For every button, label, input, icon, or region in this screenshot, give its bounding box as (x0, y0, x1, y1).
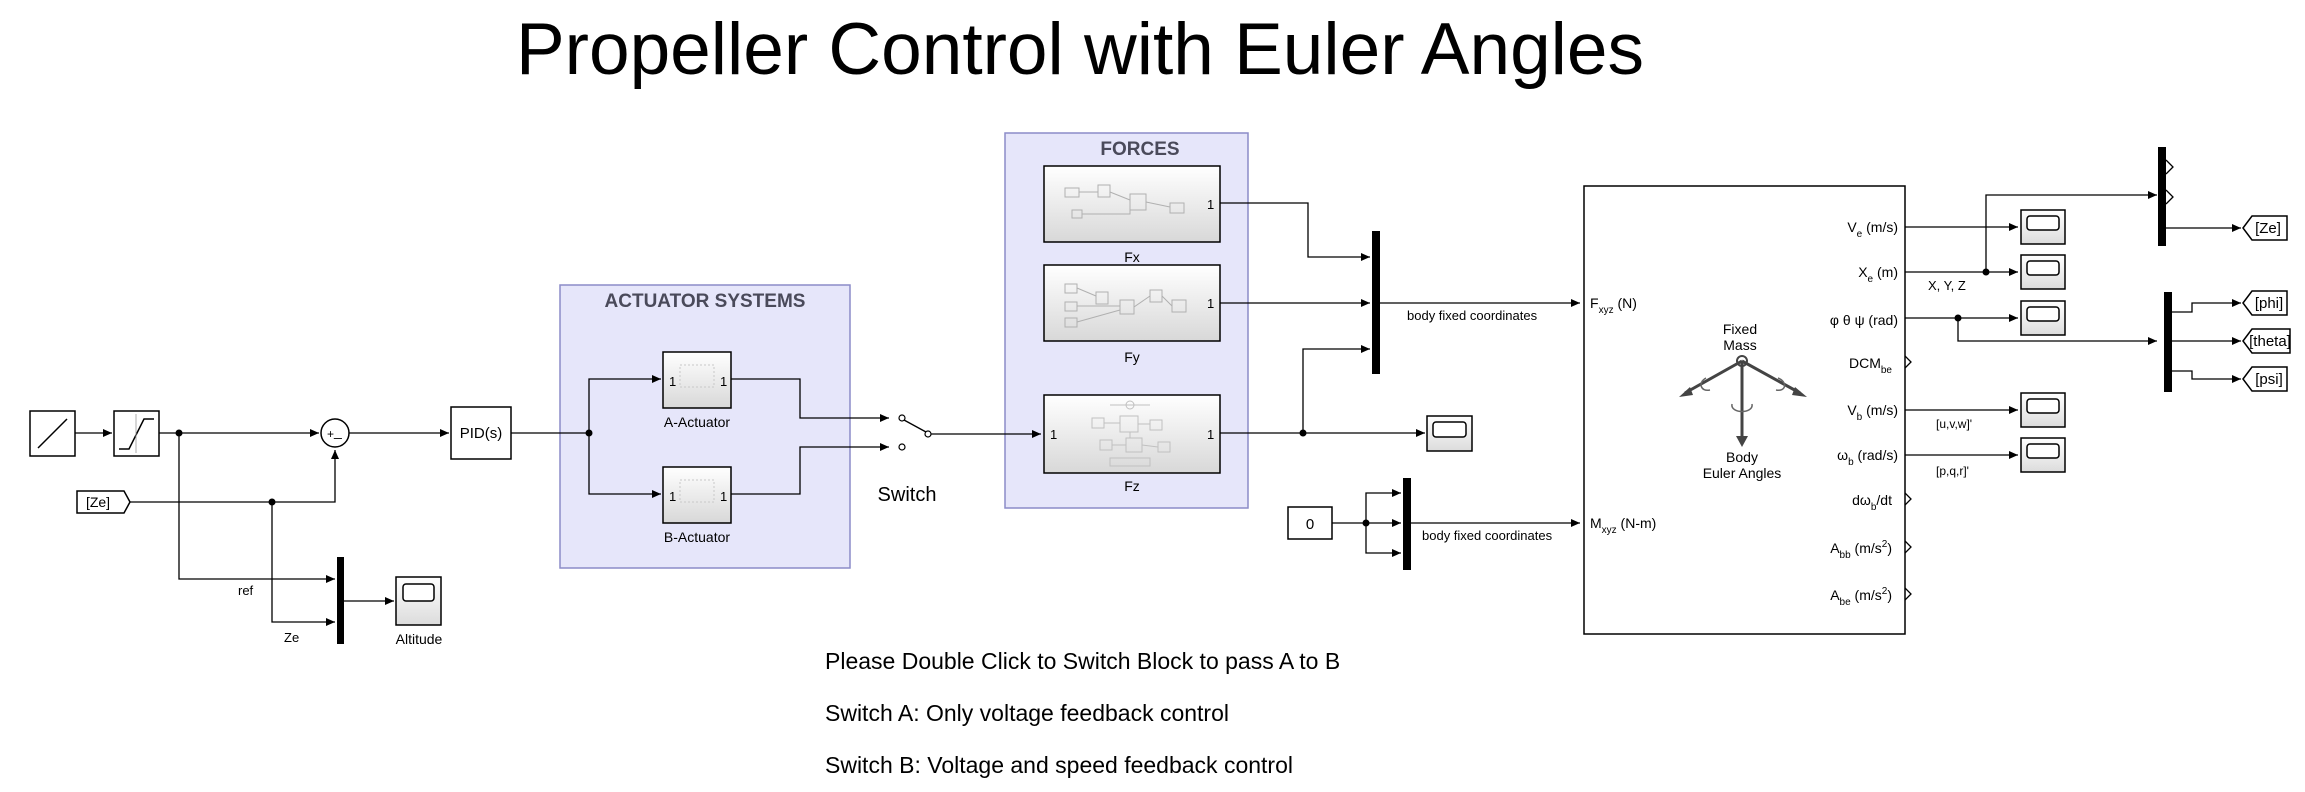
manual-switch[interactable] (898, 414, 932, 451)
sum-minus-sign: _ (333, 423, 342, 439)
saturation-block[interactable] (113, 410, 160, 457)
fy-out-port: 1 (1207, 296, 1214, 311)
goto-theta-tag[interactable]: [theta] (2242, 328, 2291, 354)
a-actuator-out-port: 1 (720, 374, 727, 389)
fz-label: Fz (1124, 478, 1140, 494)
six-dof-out-ve: Ve (m/s) (1847, 219, 1898, 240)
six-dof-out-abe: Abe (m/s2) (1830, 586, 1892, 608)
altitude-scope[interactable] (395, 576, 442, 626)
a-actuator-label: A-Actuator (664, 414, 730, 430)
six-dof-out-vb: Vb (m/s) (1847, 402, 1898, 423)
fz-scope[interactable] (1426, 415, 1473, 452)
b-actuator-out-port: 1 (720, 489, 727, 504)
a-actuator-in-port: 1 (669, 374, 676, 389)
uvw-label: [u,v,w]' (1936, 417, 1972, 431)
ze-signal-label: Ze (284, 630, 299, 645)
sum-plus-sign: + (327, 427, 334, 441)
fixed-mass-label-2: Mass (1723, 337, 1756, 353)
fixed-mass-label-1: Fixed (1723, 321, 1757, 337)
fy-subsystem-block[interactable]: 1 (1043, 264, 1221, 342)
note-switch-b: Switch B: Voltage and speed feedback con… (825, 752, 1293, 778)
goto-ze-label: [Ze] (2255, 220, 2281, 237)
fz-subsystem-block[interactable]: 1 1 (1043, 394, 1221, 474)
constant-zero-value: 0 (1306, 516, 1314, 533)
fx-subsystem-block[interactable]: 1 (1043, 165, 1221, 243)
pid-controller-block[interactable]: PID(s) (450, 406, 512, 460)
six-dof-input-force: Fxyz (N) (1590, 295, 1637, 316)
switch-label: Switch (878, 484, 937, 506)
body-euler-label-1: Body (1726, 449, 1758, 465)
xe-scope[interactable] (2020, 254, 2066, 290)
b-actuator-in-port: 1 (669, 489, 676, 504)
fy-label: Fy (1124, 349, 1140, 365)
a-actuator-block[interactable]: 1 1 (662, 351, 732, 409)
six-dof-out-euler: φ θ ψ (rad) (1830, 312, 1898, 328)
body-fixed-force-label: body fixed coordinates (1407, 308, 1538, 323)
b-actuator-block[interactable]: 1 1 (662, 466, 732, 524)
goto-psi-label: [psi] (2255, 371, 2283, 388)
sum-block[interactable]: + _ (320, 418, 350, 448)
moment-mux[interactable] (1403, 478, 1411, 570)
goto-phi-label: [phi] (2255, 295, 2283, 312)
altitude-mux[interactable] (337, 557, 344, 644)
pqr-label: [p,q,r]' (1936, 464, 1969, 478)
note-switch-instruction: Please Double Click to Switch Block to p… (825, 648, 1341, 674)
vb-scope[interactable] (2020, 392, 2066, 428)
fx-out-port: 1 (1207, 197, 1214, 212)
euler-demux[interactable] (2164, 292, 2172, 392)
six-dof-out-dcm: DCMbe (1849, 355, 1892, 376)
ramp-block[interactable] (29, 410, 76, 457)
goto-ze-tag[interactable]: [Ze] (2242, 215, 2288, 241)
diagram-title: Propeller Control with Euler Angles (515, 9, 1644, 90)
from-ze-label: [Ze] (86, 494, 110, 510)
position-demux[interactable] (2158, 147, 2166, 246)
constant-zero-block[interactable]: 0 (1287, 506, 1333, 540)
goto-psi-tag[interactable]: [psi] (2242, 366, 2288, 392)
xyz-label: X, Y, Z (1928, 278, 1966, 293)
six-dof-out-abb: Abb (m/s2) (1830, 539, 1892, 561)
note-switch-a: Switch A: Only voltage feedback control (825, 700, 1229, 726)
six-dof-terminator-ports (1904, 355, 1912, 601)
six-dof-block[interactable] (1583, 185, 1906, 635)
force-mux[interactable] (1372, 231, 1380, 374)
euler-scope[interactable] (2020, 300, 2066, 336)
pid-label: PID(s) (460, 425, 503, 442)
from-ze-tag[interactable]: [Ze] (76, 490, 131, 514)
fz-out-port: 1 (1207, 427, 1214, 442)
six-dof-input-moment: Mxyz (N-m) (1590, 515, 1656, 536)
body-fixed-moment-label: body fixed coordinates (1422, 528, 1553, 543)
actuator-systems-label: ACTUATOR SYSTEMS (605, 291, 806, 312)
b-actuator-label: B-Actuator (664, 529, 730, 545)
altitude-label: Altitude (396, 631, 443, 647)
ref-signal-label: ref (238, 583, 254, 598)
six-dof-axes-icon: Fixed Mass Body Euler Angles (1679, 321, 1807, 481)
six-dof-out-dwb: dωb/dt (1852, 492, 1892, 513)
six-dof-out-wb: ωb (rad/s) (1837, 447, 1898, 468)
six-dof-out-xe: Xe (m) (1858, 264, 1898, 285)
forces-label: FORCES (1100, 139, 1179, 160)
body-euler-label-2: Euler Angles (1703, 465, 1782, 481)
goto-phi-tag[interactable]: [phi] (2242, 290, 2288, 316)
fx-label: Fx (1124, 249, 1140, 265)
fz-in-port: 1 (1050, 427, 1057, 442)
wb-scope[interactable] (2020, 437, 2066, 473)
goto-theta-label: [theta] (2249, 333, 2291, 350)
ve-scope[interactable] (2020, 209, 2066, 245)
